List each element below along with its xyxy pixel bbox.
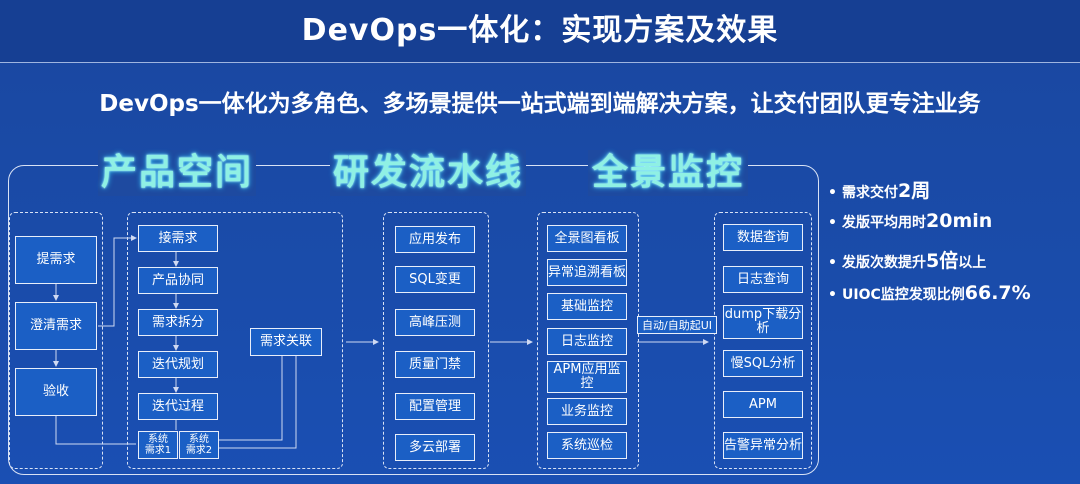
monitor-apm[interactable]: APM应用监控 <box>547 361 627 393</box>
group-title-pipeline: 研发流水线 <box>330 150 526 196</box>
requirement-submit[interactable]: 提需求 <box>15 236 97 284</box>
pipeline-app-release[interactable]: 应用发布 <box>395 226 475 253</box>
bullet-value: 66.7% <box>964 282 1031 304</box>
requirement-clarify[interactable]: 澄清需求 <box>15 302 97 350</box>
page-subtitle: DevOps一体化为多角色、多场景提供一站式端到端解决方案，让交付团队更专注业务 <box>99 91 981 117</box>
bullet-text: 发版平均用时 <box>842 215 926 231</box>
product-iteration[interactable]: 迭代过程 <box>138 393 218 420</box>
title-divider <box>0 62 1080 63</box>
pipeline-load-test[interactable]: 高峰压测 <box>395 309 475 336</box>
monitor-container <box>537 212 639 469</box>
product-split[interactable]: 需求拆分 <box>138 309 218 336</box>
auto-ui-label: 自动/自助起UI <box>637 316 717 334</box>
result-log-query[interactable]: 日志查询 <box>723 266 803 293</box>
req-link[interactable]: 需求关联 <box>250 328 322 356</box>
bullet-value: 5倍 <box>926 250 959 272</box>
pipeline-container <box>383 212 489 469</box>
product-container <box>127 212 343 469</box>
bullet-tail: 以上 <box>958 255 987 271</box>
requirement-accept[interactable]: 验收 <box>15 368 97 416</box>
page-title: DevOps一体化：实现方案及效果 <box>0 0 1080 62</box>
result-container <box>714 212 812 469</box>
bullet-release-time: •发版平均用时20min <box>828 210 993 232</box>
bullet-release-count: •发版次数提升5倍以上 <box>828 250 987 272</box>
bullet-uioc: •UIOC监控发现比例66.7% <box>828 282 1031 304</box>
system-req-2[interactable]: 系统 需求2 <box>179 431 219 459</box>
product-receive[interactable]: 接需求 <box>138 225 218 252</box>
result-data-query[interactable]: 数据查询 <box>723 224 803 251</box>
bullet-value: 2周 <box>898 180 931 202</box>
system-req-1[interactable]: 系统 需求1 <box>138 431 178 459</box>
result-alert-analysis[interactable]: 告警异常分析 <box>723 432 803 459</box>
product-plan[interactable]: 迭代规划 <box>138 351 218 378</box>
monitor-trace-board[interactable]: 异常追溯看板 <box>547 259 627 286</box>
group-title-product-space: 产品空间 <box>98 150 256 196</box>
bullet-text: 发版次数提升 <box>842 255 926 271</box>
bullet-text: UIOC监控发现比例 <box>842 287 965 303</box>
monitor-overview-board[interactable]: 全景图看板 <box>547 225 627 252</box>
result-dump-download[interactable]: dump下载分析 <box>723 305 803 339</box>
monitor-basic[interactable]: 基础监控 <box>547 293 627 320</box>
result-slow-sql[interactable]: 慢SQL分析 <box>723 350 803 377</box>
monitor-patrol[interactable]: 系统巡检 <box>547 432 627 459</box>
bullet-value: 20min <box>926 210 993 232</box>
monitor-business[interactable]: 业务监控 <box>547 398 627 425</box>
monitor-log[interactable]: 日志监控 <box>547 328 627 355</box>
result-apm[interactable]: APM <box>723 391 803 418</box>
product-collab[interactable]: 产品协同 <box>138 267 218 294</box>
group-title-monitoring: 全景监控 <box>588 150 748 196</box>
pipeline-config[interactable]: 配置管理 <box>395 393 475 420</box>
bullet-delivery: •需求交付2周 <box>828 180 931 202</box>
requirement-container <box>9 212 103 469</box>
bullet-text: 需求交付 <box>842 185 898 201</box>
pipeline-quality-gate[interactable]: 质量门禁 <box>395 351 475 378</box>
pipeline-multicloud[interactable]: 多云部署 <box>395 434 475 461</box>
pipeline-sql-change[interactable]: SQL变更 <box>395 266 475 293</box>
